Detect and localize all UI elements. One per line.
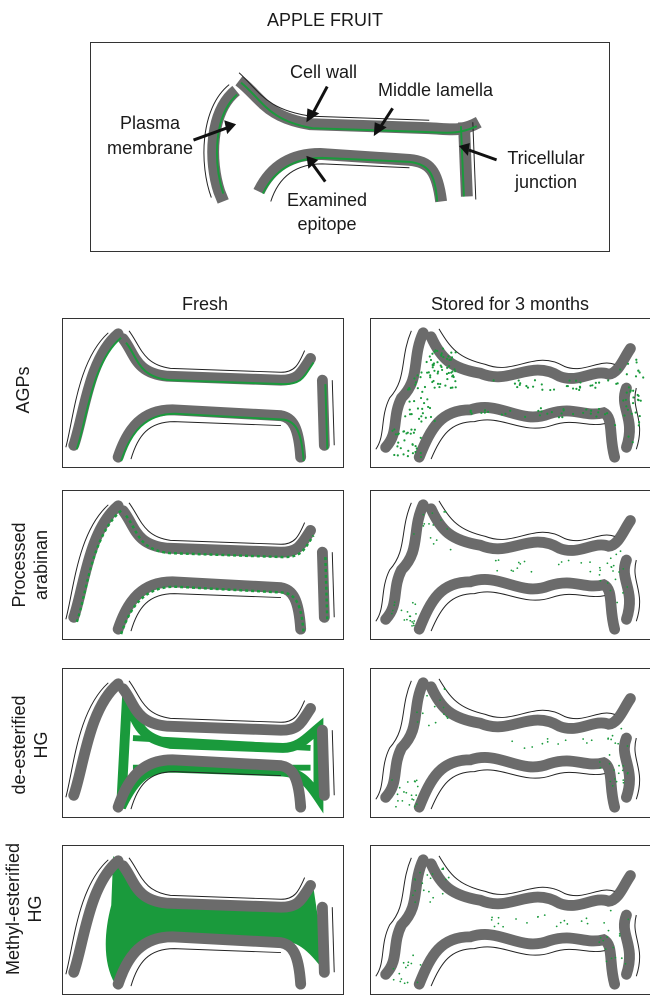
- panel-agps-stored: [370, 318, 650, 468]
- cell-wall-drawing: [63, 491, 343, 639]
- label-cell-wall: Cell wall: [290, 62, 357, 83]
- label-epitope-line1: Examined: [272, 190, 382, 211]
- row-label-de-esterified-hg: de-esterified HG: [8, 660, 52, 830]
- row-label-methyl-esterified-hg-line2: HG: [24, 824, 46, 994]
- label-middle-lamella: Middle lamella: [378, 80, 493, 101]
- label-tricellular-line2: junction: [496, 172, 596, 193]
- column-header-fresh: Fresh: [150, 294, 260, 315]
- row-label-methyl-esterified-hg: Methyl-esterified HG: [2, 824, 46, 994]
- figure-title: APPLE FRUIT: [225, 10, 425, 31]
- cell-wall-drawing: [371, 491, 650, 639]
- panel-de-esterified-hg-fresh: [62, 668, 344, 818]
- column-header-stored: Stored for 3 months: [400, 294, 620, 315]
- row-label-arabinan-line2: arabinan: [30, 480, 52, 650]
- cell-wall-drawing: [63, 846, 343, 994]
- row-label-de-esterified-hg-line1: de-esterified: [8, 660, 30, 830]
- panel-agps-fresh: [62, 318, 344, 468]
- panel-de-esterified-hg-stored: [370, 668, 650, 818]
- cell-wall-drawing: [371, 669, 650, 817]
- cell-wall-drawing: [371, 846, 650, 994]
- cell-wall-drawing: [63, 319, 343, 467]
- panel-methyl-esterified-hg-fresh: [62, 845, 344, 995]
- label-epitope-line2: epitope: [272, 214, 382, 235]
- row-label-agps-line1: AGPs: [12, 305, 34, 475]
- cell-wall-drawing: [371, 319, 650, 467]
- label-tricellular-line1: Tricellular: [496, 148, 596, 169]
- row-label-arabinan: Processed arabinan: [8, 480, 52, 650]
- panel-arabinan-stored: [370, 490, 650, 640]
- label-plasma-membrane-line1: Plasma: [100, 113, 200, 134]
- row-label-arabinan-line1: Processed: [8, 480, 30, 650]
- label-plasma-membrane-line2: membrane: [100, 138, 200, 159]
- row-label-methyl-esterified-hg-line1: Methyl-esterified: [2, 824, 24, 994]
- row-label-agps: AGPs: [12, 305, 34, 475]
- row-label-de-esterified-hg-line2: HG: [30, 660, 52, 830]
- panel-methyl-esterified-hg-stored: [370, 845, 650, 995]
- cell-wall-drawing: [63, 669, 343, 817]
- panel-arabinan-fresh: [62, 490, 344, 640]
